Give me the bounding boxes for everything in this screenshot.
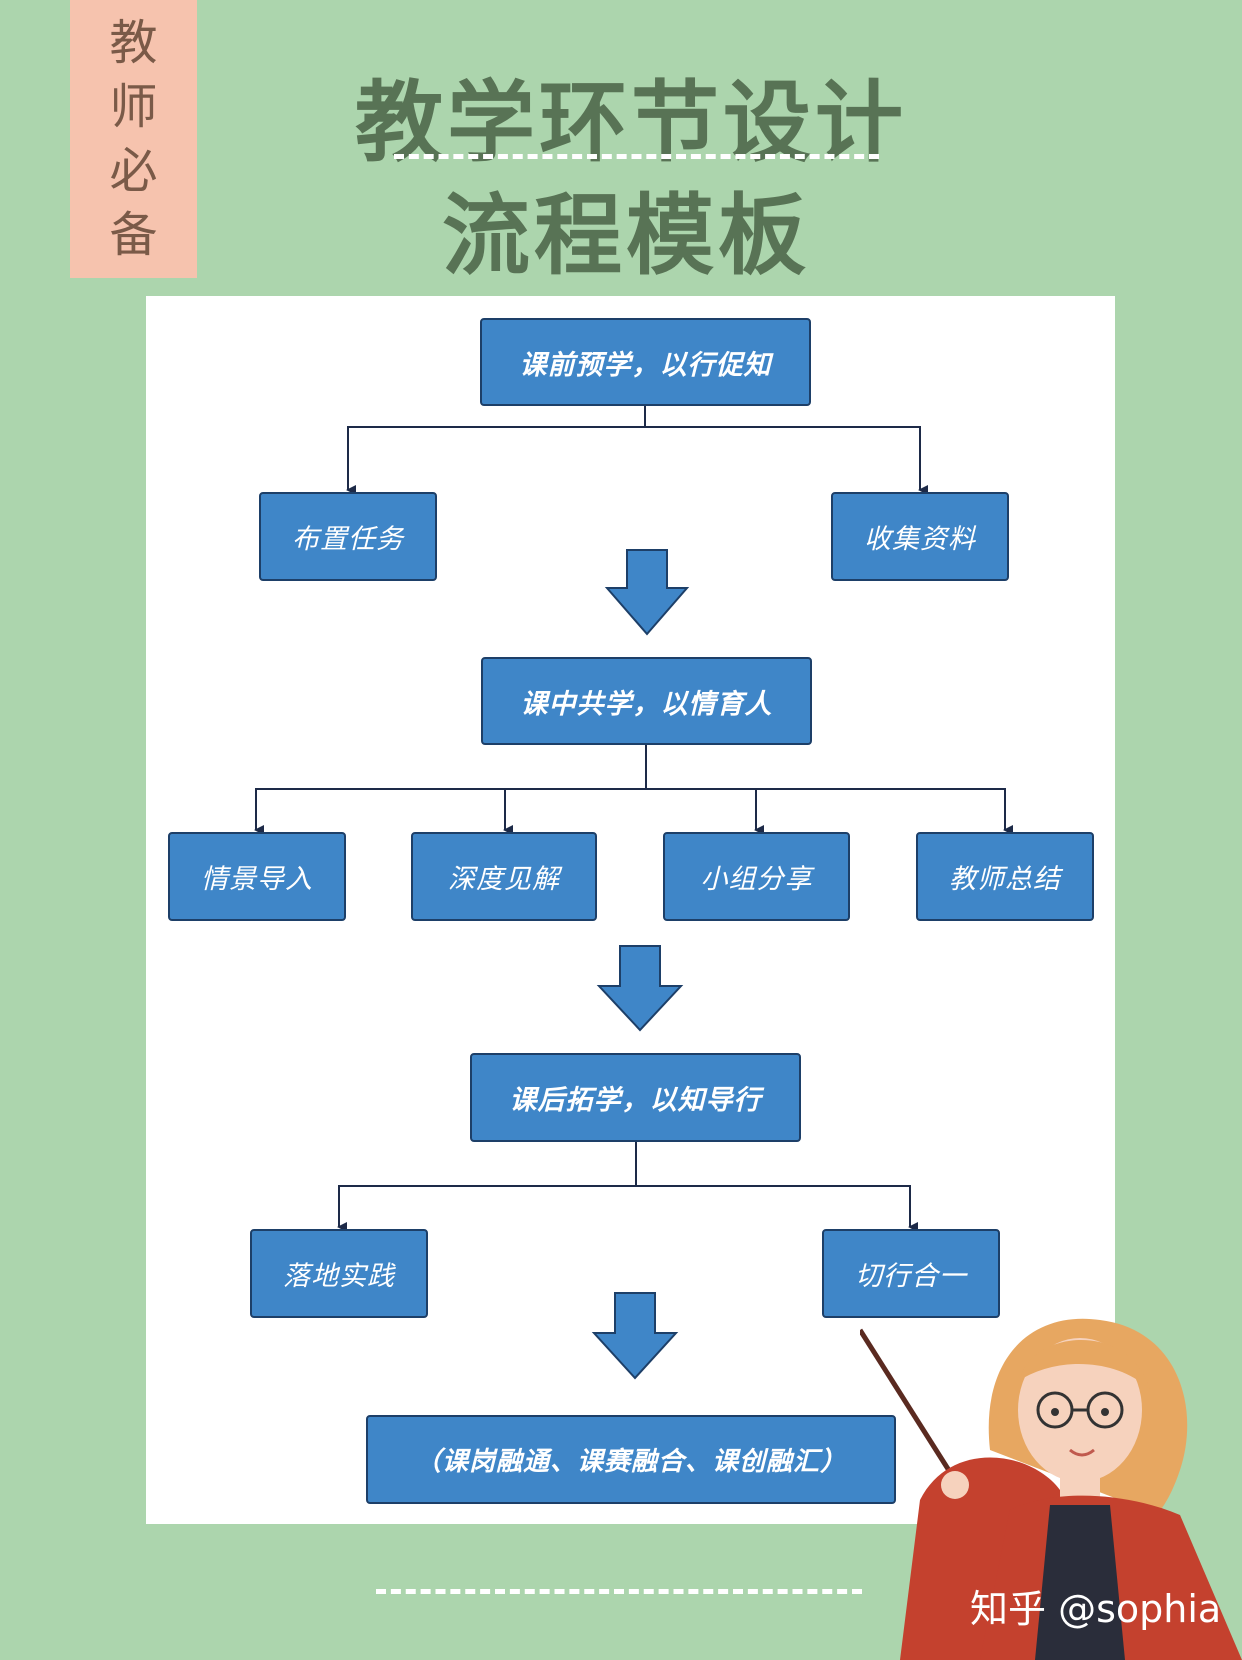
badge-char: 师 — [109, 79, 158, 135]
big-down-arrow-icon — [604, 549, 690, 636]
stage2-child-box: 情景导入 — [168, 832, 346, 921]
stage1-title-box: 课前预学，以行促知 — [480, 318, 811, 406]
stage2-child-box: 深度见解 — [411, 832, 597, 921]
stage1-child-box: 收集资料 — [831, 492, 1009, 581]
final-outcome-box: （课岗融通、课赛融合、课创融汇） — [366, 1415, 896, 1504]
watermark: 知乎 @sophia — [970, 1587, 1222, 1631]
page-title-line2: 流程模板 — [441, 184, 810, 287]
stage2-child-box: 小组分享 — [663, 832, 850, 921]
stage3-title-box: 课后拓学，以知导行 — [470, 1053, 801, 1142]
stage3-child-box: 落地实践 — [250, 1229, 428, 1318]
stage1-child-box: 布置任务 — [259, 492, 437, 581]
badge-char: 教 — [109, 15, 158, 71]
badge-char: 必 — [109, 143, 158, 199]
stage2-title-box: 课中共学，以情育人 — [481, 657, 812, 745]
teacher-illustration — [860, 1318, 1242, 1660]
bottom-divider — [376, 1589, 862, 1594]
badge-char: 备 — [109, 207, 158, 263]
big-down-arrow-icon — [596, 945, 684, 1032]
teacher-essentials-badge: 教 师 必 备 — [70, 0, 197, 278]
stage2-child-box: 教师总结 — [916, 832, 1094, 921]
title-divider — [394, 154, 879, 159]
stage3-child-box: 切行合一 — [822, 1229, 1000, 1318]
big-down-arrow-icon — [591, 1292, 679, 1380]
